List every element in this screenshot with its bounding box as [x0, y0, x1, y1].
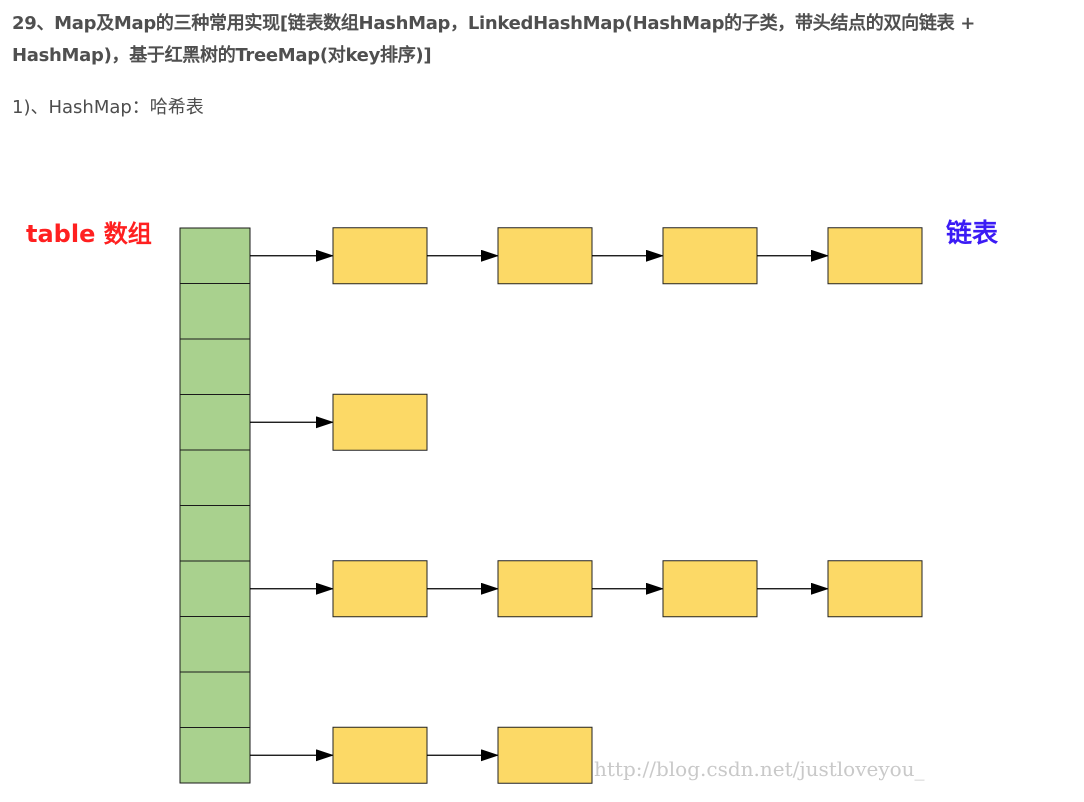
list-node — [827, 560, 923, 618]
article-heading: 29、Map及Map的三种常用实现[链表数组HashMap，LinkedHash… — [12, 13, 976, 66]
list-node — [497, 227, 593, 285]
linked-list-label: 链表 — [946, 218, 999, 249]
table-slot — [179, 449, 251, 506]
table-slot — [179, 283, 251, 340]
table-array — [179, 227, 251, 784]
list-node — [332, 726, 428, 784]
table-slot — [179, 227, 251, 284]
watermark: http://blog.csdn.net/justloveyou_ — [594, 757, 925, 781]
list-node — [662, 560, 758, 618]
table-slot — [179, 560, 251, 617]
linked-list-chain — [250, 560, 923, 618]
table-slot — [179, 727, 251, 784]
linked-lists — [250, 227, 923, 784]
table-array-label: table 数组 — [26, 220, 152, 248]
list-node — [662, 227, 758, 285]
list-node — [497, 726, 593, 784]
table-slot — [179, 394, 251, 451]
linked-list-chain — [250, 227, 923, 285]
linked-list-chain — [250, 726, 593, 784]
article-subheading: 1)、HashMap：哈希表 — [12, 97, 204, 118]
list-node — [497, 560, 593, 618]
list-node — [332, 227, 428, 285]
list-node — [332, 560, 428, 618]
table-slot — [179, 616, 251, 673]
list-node — [827, 227, 923, 285]
table-slot — [179, 671, 251, 728]
table-slot — [179, 505, 251, 562]
list-node — [332, 393, 428, 451]
table-slot — [179, 338, 251, 395]
linked-list-chain — [250, 393, 428, 451]
